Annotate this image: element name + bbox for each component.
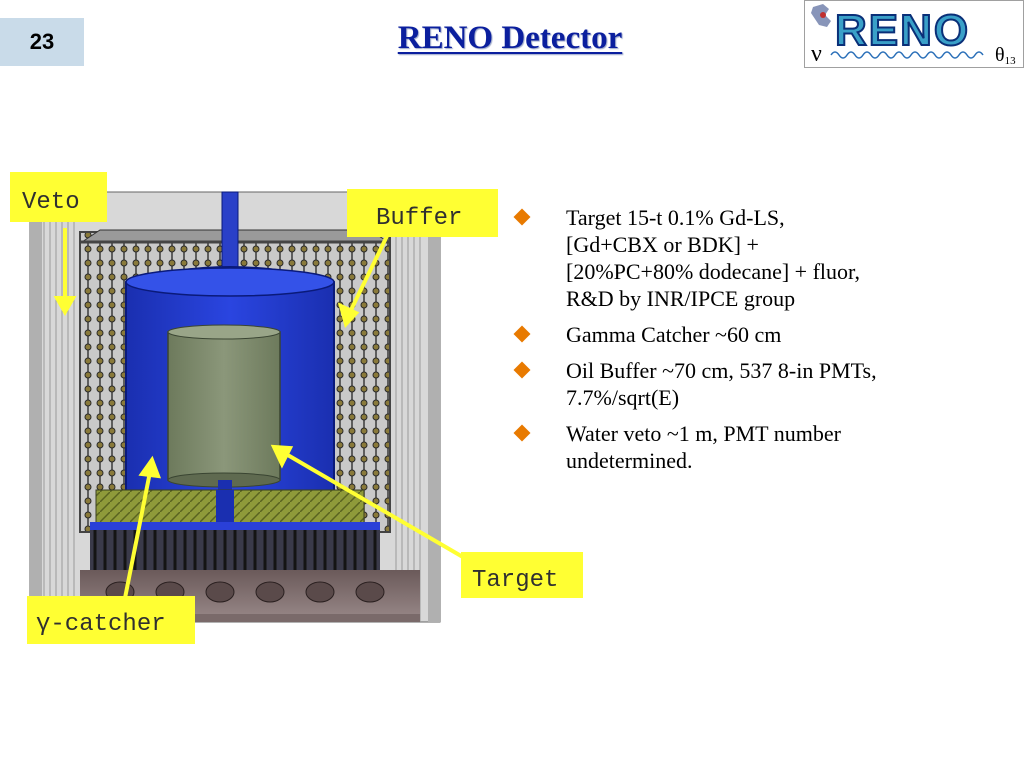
bullet-line: R&D by INR/IPCE group [566, 286, 796, 311]
buffer-arrow [348, 233, 390, 313]
bullet-item-gamma-catcher: Gamma Catcher ~60 cm [510, 321, 1010, 348]
logo-nu: ν [811, 41, 822, 67]
bullet-line: Water veto ~1 m, PMT number [566, 421, 841, 446]
logo-wave [830, 51, 984, 59]
veto-label-box [10, 172, 107, 222]
detector-diagram: Veto Buffer Target γ-catcher [10, 172, 590, 644]
bullet-list: Target 15-t 0.1% Gd-LS, [Gd+CBX or BDK] … [510, 204, 1010, 483]
bullet-line: [Gd+CBX or BDK] + [566, 232, 759, 257]
buffer-label-box [347, 189, 498, 237]
slide-title: RENO Detector [397, 20, 623, 56]
target-label: Target [472, 567, 558, 594]
bullet-line: Target 15-t 0.1% Gd-LS, [566, 205, 785, 230]
gamma-catcher-arrow [123, 471, 152, 599]
reno-logo: RENO ν θ13 [804, 0, 1024, 68]
diamond-bullet-icon [513, 325, 531, 343]
logo-text: RENO [835, 6, 970, 55]
bullet-line: Gamma Catcher ~60 cm [566, 322, 782, 347]
target-arrow [284, 452, 470, 562]
gamma-catcher-label-box [27, 596, 195, 644]
target-vessel [167, 331, 281, 481]
bullet-line: undetermined. [566, 448, 693, 473]
bullet-line: Oil Buffer ~70 cm, 537 8-in PMTs, [566, 358, 877, 383]
diamond-bullet-icon [513, 208, 531, 226]
buffer-label: Buffer [376, 205, 462, 232]
bullet-line: [20%PC+80% dodecane] + fluor, [566, 259, 860, 284]
gamma-catcher-label: γ-catcher [36, 611, 166, 638]
bullet-item-oil-buffer: Oil Buffer ~70 cm, 537 8-in PMTs, 7.7%/s… [510, 357, 1010, 411]
slide-number: 23 [0, 18, 84, 66]
bullet-item-water-veto: Water veto ~1 m, PMT number undetermined… [510, 420, 1010, 474]
veto-label: Veto [22, 189, 80, 216]
logo-theta: θ13 [995, 44, 1016, 67]
target-label-box [461, 552, 583, 598]
bullet-line: 7.7%/sqrt(E) [566, 385, 680, 410]
bullet-item-target: Target 15-t 0.1% Gd-LS, [Gd+CBX or BDK] … [510, 204, 1010, 312]
diamond-bullet-icon [513, 424, 531, 442]
diamond-bullet-icon [513, 361, 531, 379]
